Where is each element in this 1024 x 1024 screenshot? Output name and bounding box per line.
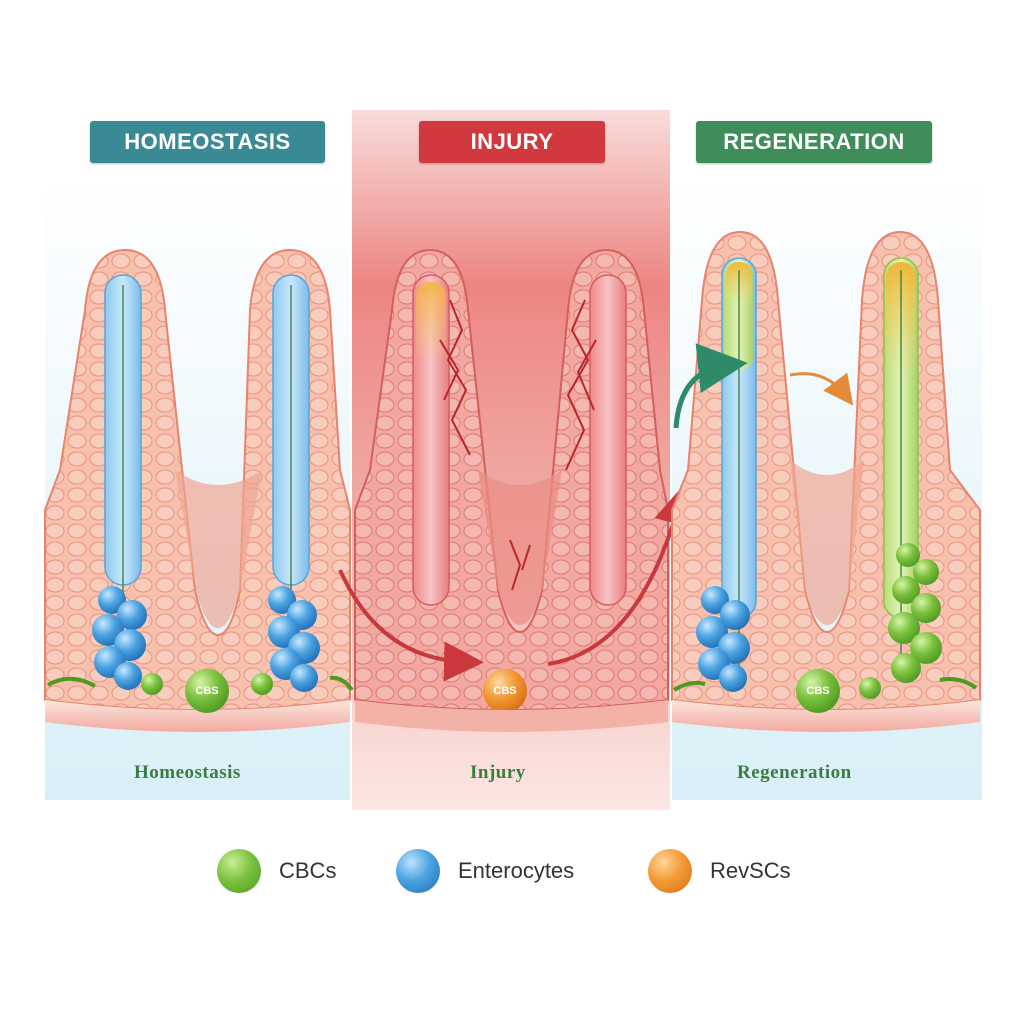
homeostasis-enterocytes-right (268, 586, 320, 692)
regeneration-basement (672, 700, 980, 732)
homeostasis-basement (45, 700, 350, 732)
homeostasis-cbs-node (185, 669, 229, 713)
blue-circle-icon (396, 849, 440, 893)
regeneration-panel (671, 230, 981, 732)
injury-revsc-node (483, 669, 527, 713)
injury-core-right (589, 274, 627, 606)
legend-label-enterocytes: Enterocytes (458, 858, 575, 883)
homeostasis-crypt-lumen (175, 470, 262, 628)
injury-panel (354, 248, 669, 732)
injury-crypt-lumen (478, 470, 562, 625)
regeneration-orange-arrow (789, 372, 854, 406)
injury-basement (355, 700, 668, 732)
orange-circle-icon (648, 849, 692, 893)
legend-label-cbcs: CBCs (279, 858, 337, 883)
injury-header: INJURY (419, 121, 605, 163)
regeneration-caption: Regeneration (737, 762, 852, 783)
regeneration-cbs-node (796, 669, 840, 713)
homeostasis-header: HOMEOSTASIS (90, 121, 325, 163)
regeneration-header: REGENERATION (696, 121, 932, 163)
green-circle-icon (217, 849, 261, 893)
legend-label-revscs: RevSCs (710, 858, 791, 883)
homeostasis-cbcs (46, 673, 354, 695)
legend-item-enterocytes: Enterocytes (396, 846, 574, 896)
legend-item-cbcs: CBCs (217, 846, 336, 896)
legend-item-revscs: RevSCs (648, 846, 791, 896)
homeostasis-panel (44, 248, 354, 732)
injury-tip-left (416, 282, 446, 362)
injury-damage-marks (439, 299, 597, 591)
regeneration-teal-arrow (673, 343, 748, 429)
homeostasis-enterocytes-left (92, 586, 147, 690)
regeneration-transition-arrow (547, 484, 694, 666)
injury-caption: Injury (470, 762, 526, 783)
regeneration-cbcs (672, 543, 978, 699)
homeostasis-caption: Homeostasis (134, 762, 241, 783)
injury-transition-arrow (338, 569, 484, 682)
legend: CBCs Enterocytes RevSCs (0, 846, 1024, 896)
regeneration-crypt-lumen (790, 460, 864, 625)
regeneration-enterocytes (696, 586, 750, 692)
